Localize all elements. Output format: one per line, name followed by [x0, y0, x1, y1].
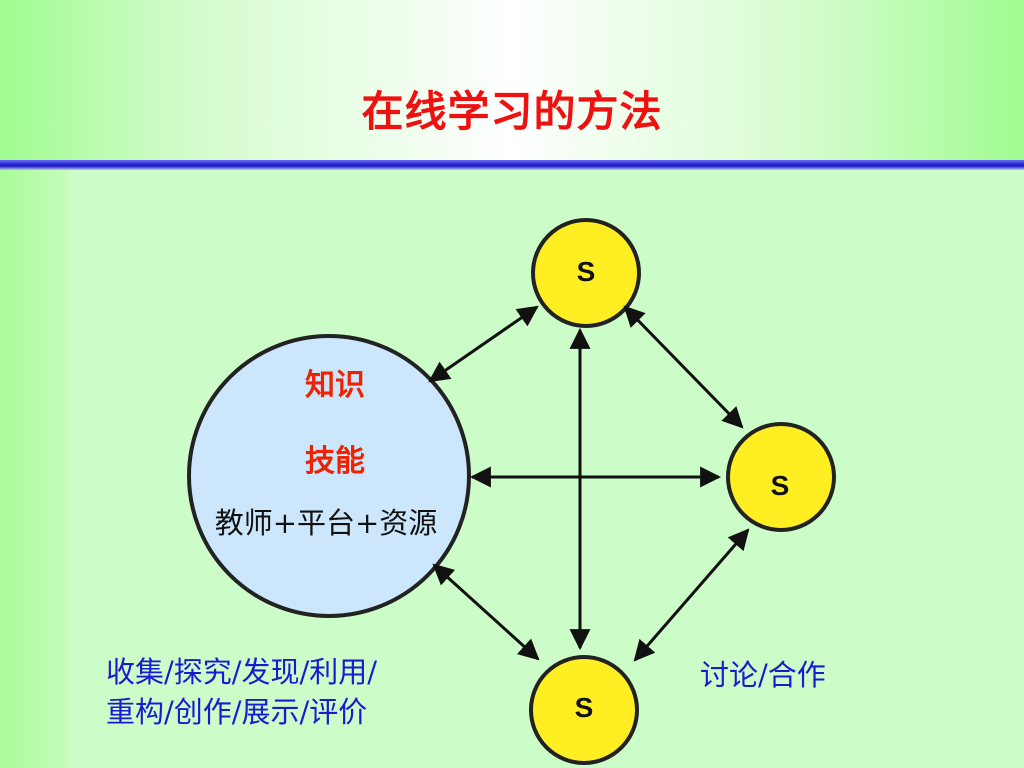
hub-label-resources: 教师+平台+资源	[214, 506, 438, 540]
slide-title: 在线学习的方法	[361, 87, 663, 136]
student-label-top: S	[576, 256, 596, 287]
arrow-hub-bottom	[432, 563, 540, 661]
header-rule	[0, 160, 1024, 170]
student-node-top	[531, 218, 641, 328]
student-node-bottom	[529, 655, 639, 765]
student-label-right: S	[770, 470, 790, 501]
activities-line-1: 收集/探究/发现/利用/	[106, 655, 378, 689]
arrow-hub-top	[428, 305, 539, 383]
activities-line-2: 重构/创作/展示/评价	[106, 695, 368, 729]
hub-label-knowledge: 知识	[305, 368, 365, 403]
arrow-top-right	[623, 305, 744, 429]
arrow-right-bottom	[633, 528, 750, 662]
student-label-bottom: S	[574, 692, 594, 723]
hub-circle	[187, 334, 471, 618]
student-node-right	[726, 422, 836, 532]
header-band	[0, 0, 1024, 160]
hub-label-skills: 技能	[305, 444, 365, 479]
discussion-caption: 讨论/合作	[700, 658, 826, 692]
activities-caption: 收集/探究/发现/利用/ 重构/创作/展示/评价	[106, 652, 526, 732]
